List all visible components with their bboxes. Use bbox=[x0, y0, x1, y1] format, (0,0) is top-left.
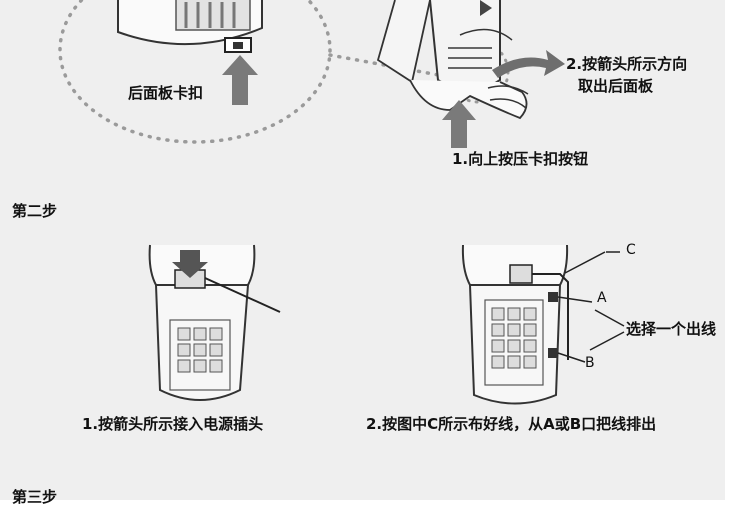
callout-label: 后面板卡扣 bbox=[128, 84, 204, 102]
step3-heading: 第三步 bbox=[12, 488, 58, 506]
instruction-step1-remove-line1: 2.按箭头所示方向 bbox=[566, 55, 688, 73]
label-b: B bbox=[585, 355, 595, 371]
outlet-b bbox=[548, 348, 558, 358]
callout-dotted-circle bbox=[58, 0, 332, 144]
instruction-step1-remove-line2: 取出后面板 bbox=[578, 77, 654, 95]
label-c: C bbox=[626, 242, 636, 258]
caption-wiring: 2.按图中C所示布好线，从A或B口把线排出 bbox=[366, 415, 657, 433]
appliance-wiring-illustration bbox=[461, 244, 625, 405]
caption-plug-in: 1.按箭头所示接入电源插头 bbox=[82, 415, 264, 433]
appliance-plug-illustration bbox=[148, 244, 281, 401]
hand-removing-panel bbox=[376, 0, 529, 120]
instruction-panel bbox=[0, 0, 725, 500]
curved-arrow-icon bbox=[492, 50, 565, 78]
label-a: A bbox=[597, 290, 607, 306]
instruction-step1-push: 1.向上按压卡扣按钮 bbox=[452, 150, 589, 168]
label-choose-outlet: 选择一个出线 bbox=[626, 320, 717, 338]
up-arrow-icon bbox=[222, 55, 258, 105]
step2-heading: 第二步 bbox=[12, 202, 58, 220]
push-up-arrow-icon bbox=[442, 100, 476, 148]
outlet-a bbox=[548, 292, 558, 302]
appliance-base-closeup bbox=[117, 0, 263, 53]
